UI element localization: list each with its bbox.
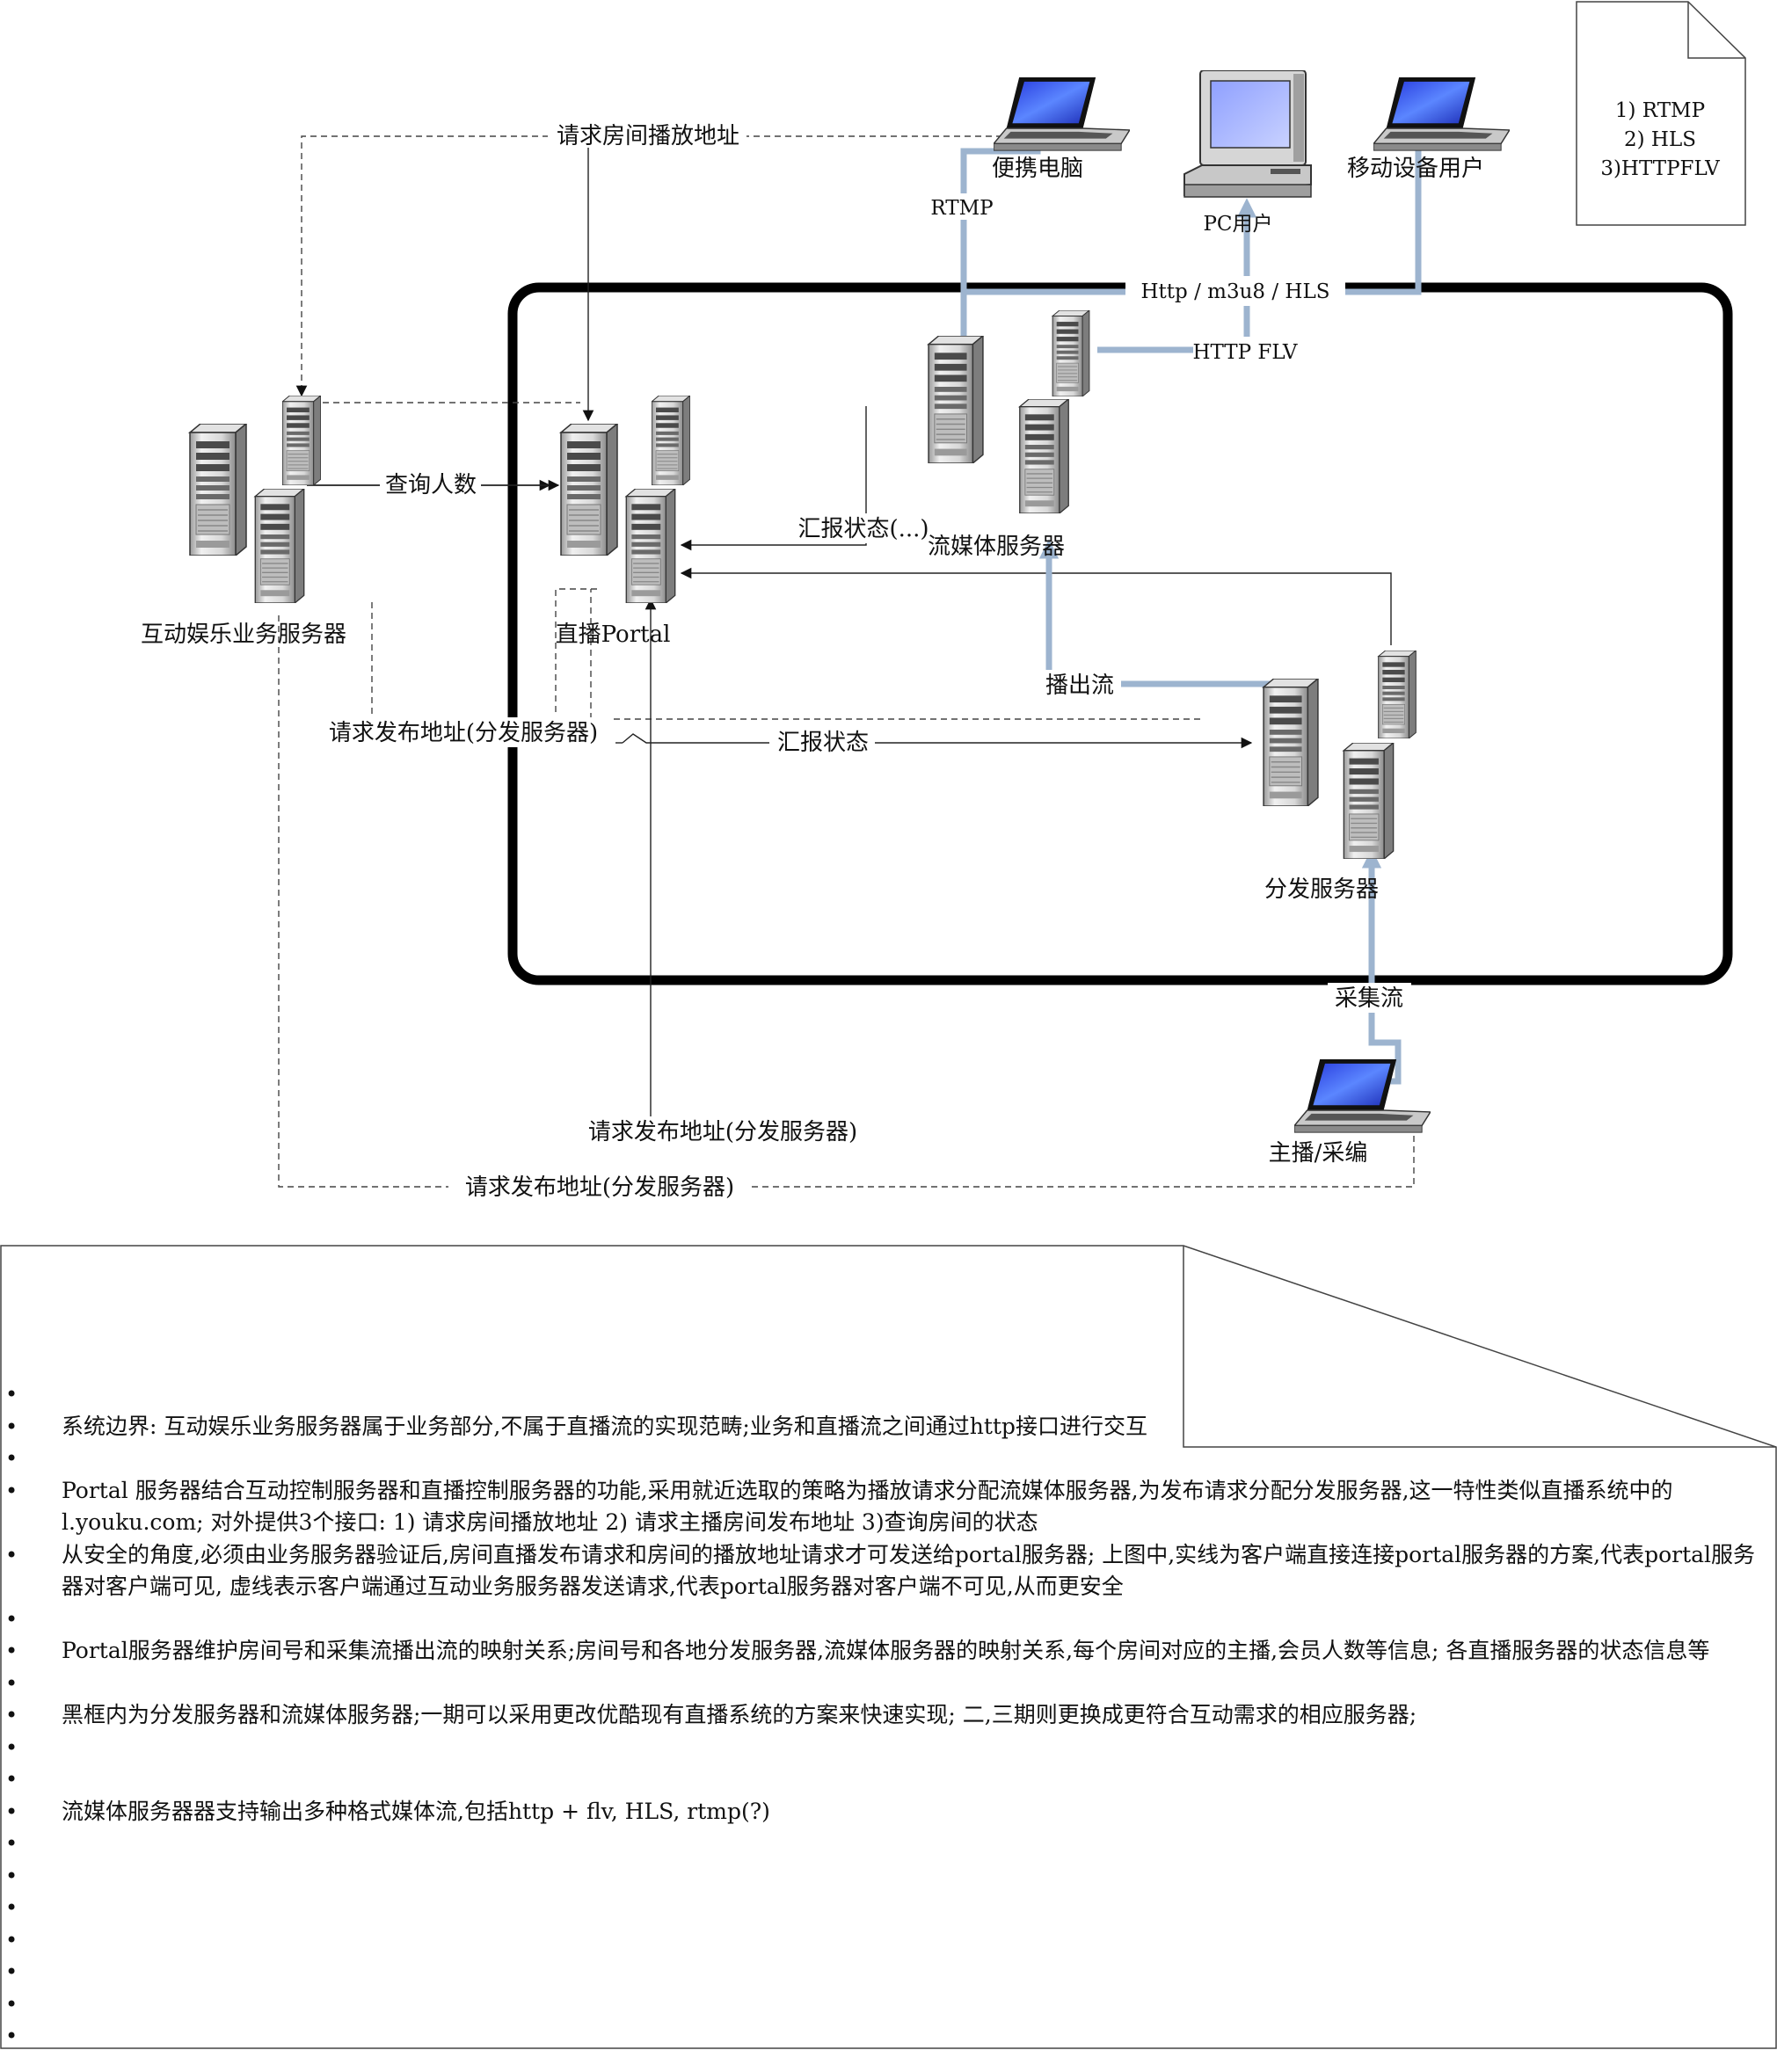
distribution-server-icon-a [1263, 679, 1319, 806]
edge-label-request-play-address: 请求房间播放地址 [557, 123, 739, 149]
pc-user-label: PC用户 [1203, 213, 1272, 236]
streaming-server-label: 流媒体服务器 [928, 534, 1065, 560]
streaming-server-icon-a [928, 336, 984, 463]
anchor-label: 主播/采编 [1269, 1140, 1368, 1167]
notes-list-item [0, 1668, 1767, 1700]
edge-label-query-count: 查询人数 [385, 472, 477, 498]
mobile-device-icon [1373, 77, 1510, 151]
laptop-label: 便携电脑 [992, 156, 1083, 182]
edge-label-rtmp: RTMP [930, 197, 993, 220]
distribution-server-icon-c [1343, 743, 1395, 859]
protocol-note: 1) RTMP 2) HLS 3)HTTPFLV [1576, 1, 1746, 226]
stream-arrows [960, 113, 1429, 1085]
notes-list-item [0, 1732, 1767, 1764]
streaming-server-icon-c [1018, 399, 1070, 513]
notes-list-item [0, 1763, 1767, 1796]
notes-list-item: 流媒体服务器器支持输出多种格式媒体流,包括http + flv, HLS, rt… [0, 1796, 1767, 1828]
entertainment-server-icon-a [189, 424, 247, 556]
protocol-note-line-2: 2) HLS [1624, 128, 1696, 151]
architecture-diagram: 1) RTMP 2) HLS 3)HTTPFLV [141, 1, 1746, 1202]
notes-list-item [0, 1924, 1767, 1957]
edge-label-report-status-dots: 汇报状态(...) [797, 516, 929, 542]
streaming-server-icon-b [1052, 310, 1090, 396]
edge-label-request-publish-3: 请求发布地址(分发服务器) [465, 1174, 734, 1201]
portal-server-icon-b [652, 396, 690, 485]
notes-list-item: 黑框内为分发服务器和流媒体服务器;一期可以采用更改优酷现有直播系统的方案来快速实… [0, 1699, 1767, 1732]
notes-list-item: 系统边界: 互动娱乐业务服务器属于业务部分,不属于直播流的实现范畴;业务和直播流… [0, 1411, 1767, 1443]
notes-list-item [0, 1828, 1767, 1860]
portal-server-icon-a [560, 424, 618, 556]
notes-list-item [0, 1443, 1767, 1475]
notes-list-item [0, 1603, 1767, 1636]
laptop-icon [994, 77, 1130, 151]
edge-label-play-out-stream: 播出流 [1045, 672, 1114, 699]
notes-list-item [0, 1860, 1767, 1893]
edge-label-request-publish-1: 请求发布地址(分发服务器) [329, 720, 598, 746]
notes-list-item: Portal 服务器结合互动控制服务器和直播控制服务器的功能,采用就近选取的策略… [0, 1475, 1767, 1539]
mobile-user-label: 移动设备用户 [1347, 156, 1484, 182]
edge-label-request-publish-2: 请求发布地址(分发服务器) [588, 1119, 857, 1145]
portal-server-icon-c [625, 489, 676, 603]
notes-list-item [0, 1988, 1767, 2021]
edge-label-report-status: 汇报状态 [777, 730, 869, 756]
notes-list-item: 从安全的角度,必须由业务服务器验证后,房间直播发布请求和房间的播放地址请求才可发… [0, 1539, 1767, 1603]
protocol-note-line-1: 1) RTMP [1615, 99, 1705, 122]
distribution-server-label: 分发服务器 [1264, 876, 1379, 903]
notes-list-item: Portal服务器维护房间号和采集流播出流的映射关系;房间号和各地分发服务器,流… [0, 1635, 1767, 1668]
edge-label-http-m3u8-hls: Http / m3u8 / HLS [1141, 280, 1330, 303]
system-boundary-frame [507, 282, 1733, 985]
notes-list-item [0, 1378, 1767, 1411]
edge-label-capture-stream: 采集流 [1335, 985, 1403, 1012]
edge-labels: 请求房间播放地址 RTMP Http / m3u8 / HLS HTTP FLV… [312, 118, 1411, 1202]
node-labels: 便携电脑 PC用户 移动设备用户 互动娱乐业务服务器 直播Portal 流媒体服… [141, 156, 1484, 1167]
desktop-pc-icon [1183, 70, 1312, 198]
notes-list: 系统边界: 互动娱乐业务服务器属于业务部分,不属于直播流的实现范畴;业务和直播流… [0, 1378, 1767, 2053]
entertainment-server-label: 互动娱乐业务服务器 [141, 622, 346, 648]
entertainment-server-icon-b [282, 396, 321, 485]
notes-list-item [0, 1892, 1767, 1924]
protocol-note-line-3: 3)HTTPFLV [1600, 157, 1720, 180]
distribution-server-icon-b [1377, 651, 1417, 738]
edge-label-http-flv: HTTP FLV [1192, 341, 1297, 364]
portal-label: 直播Portal [556, 622, 671, 648]
entertainment-server-icon-c [254, 489, 305, 603]
notes-list-item [0, 2020, 1767, 2053]
anchor-laptop-icon [1294, 1059, 1431, 1133]
notes-list-item [0, 1956, 1767, 1988]
